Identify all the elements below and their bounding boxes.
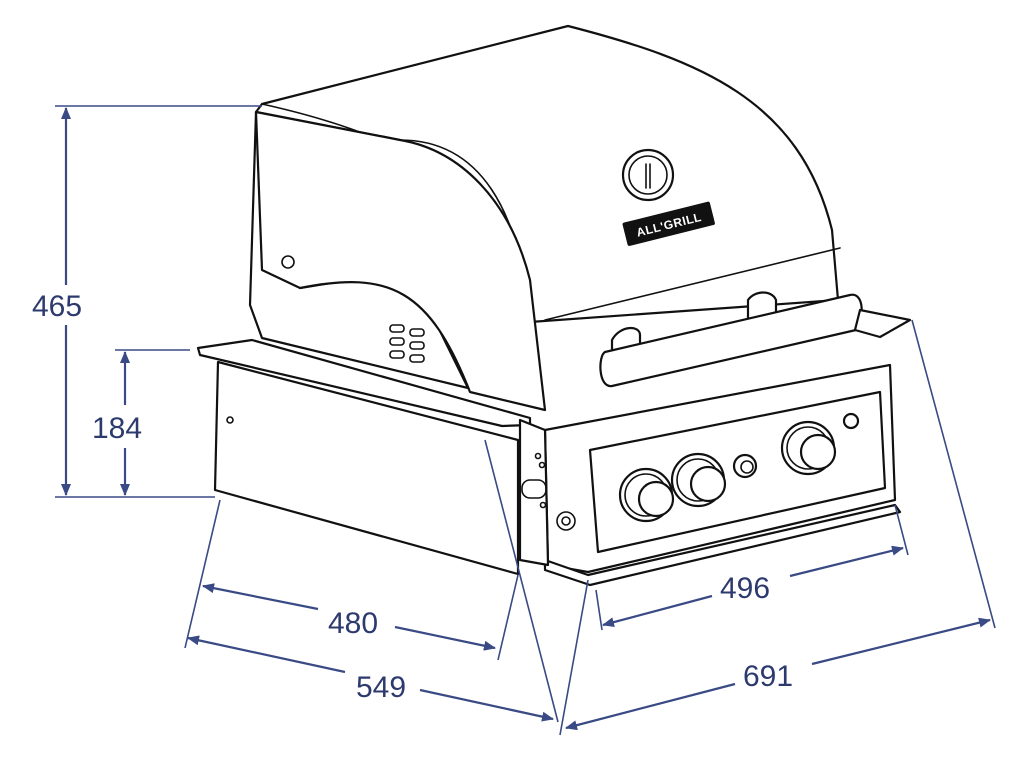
lid-side-panel xyxy=(254,110,547,412)
igniter-button xyxy=(732,453,758,479)
control-knob-1 xyxy=(618,467,675,523)
dimension-front-panel-width: 496 xyxy=(720,572,770,605)
side-vents xyxy=(389,324,425,363)
side-bolt xyxy=(281,255,295,269)
left-side-shelf xyxy=(196,338,532,576)
grill-body: ALL'GRILL xyxy=(196,24,912,587)
right-side-shelf xyxy=(853,308,912,339)
thermometer-icon xyxy=(621,148,675,202)
lid-handle xyxy=(599,291,863,388)
dimension-overall-depth: 549 xyxy=(356,671,406,704)
dimension-side-panel-height: 184 xyxy=(92,412,142,445)
dimension-total-height: 465 xyxy=(32,290,82,323)
control-knob-3 xyxy=(780,420,837,476)
dimension-side-panel-width: 480 xyxy=(328,607,378,640)
dimension-lines xyxy=(55,105,996,736)
dimension-overall-width: 691 xyxy=(743,660,793,693)
control-knob-2 xyxy=(670,452,727,508)
indicator-light xyxy=(842,412,860,430)
